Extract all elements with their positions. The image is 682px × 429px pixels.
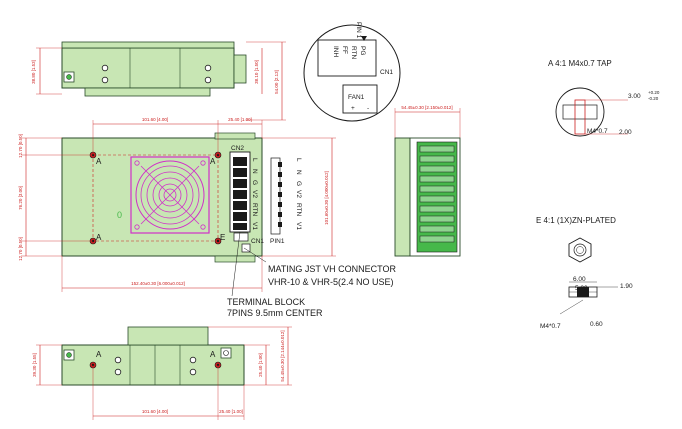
fan-connector-small xyxy=(241,243,251,253)
main-view-bottom-rail xyxy=(214,255,256,263)
note-terminal-line2: 7PINS 9.5mm CENTER xyxy=(227,308,323,318)
fan1-plus: + xyxy=(351,105,355,112)
pin-arrow-icon xyxy=(361,36,367,41)
connector-detail: PIN 1 PG RTN FF INH CN1 FAN1 + - xyxy=(303,22,401,122)
terminal-label: G xyxy=(251,180,258,185)
main-view: 0 A A A E CN2 L N G V2 RTN V1 CN1 xyxy=(18,117,336,297)
detail-e-od: 6.00 xyxy=(573,276,586,283)
detail-a-tol-plus: +0.20 xyxy=(648,90,660,95)
main-view-top-rail xyxy=(214,132,256,140)
top-view-dim-height: 38.80 [1.53] xyxy=(31,60,36,84)
bottom-view-hole xyxy=(114,356,122,364)
cn1-signal: RTN xyxy=(350,46,357,60)
top-view-hole xyxy=(204,76,212,84)
bottom-mount-label-a: A xyxy=(96,350,102,359)
main-view-zero-label: 0 xyxy=(117,210,122,220)
top-view-hole xyxy=(204,64,212,72)
top-view-hole xyxy=(101,76,109,84)
cn1-detail-label: CN1 xyxy=(380,69,393,76)
mount-label-a: A xyxy=(96,233,102,242)
detail-a: A 4:1 M4x0.7 TAP 3.00 +0.20 -0.20 M4*0.7… xyxy=(548,59,660,137)
pin-connector-label: N xyxy=(295,170,302,175)
bottom-dim-right: 25.40 [1.00] xyxy=(219,409,243,414)
terminal-label: RTN xyxy=(251,203,258,217)
terminal-label: L xyxy=(251,158,258,162)
fan1-connector xyxy=(342,84,378,114)
main-dim-top-right: 25.40 [1.00] xyxy=(228,117,252,122)
mount-label-a: A xyxy=(210,157,216,166)
side-view-case xyxy=(394,137,411,257)
bottom-view-hole xyxy=(114,368,122,376)
top-view-upper-flange xyxy=(61,41,235,49)
detail-e-wall: 0.60 xyxy=(590,321,603,328)
side-dim-width: 54.45±0.30 [2.150±0.012] xyxy=(401,105,452,110)
bottom-dim-right-total: 54.45±0.30 [2.144±0.012] xyxy=(280,330,285,381)
main-dim-left-top: 12.70 [0.50] xyxy=(18,134,23,158)
mount-hole-icon xyxy=(214,237,222,245)
connector-pin-label: PIN 1 xyxy=(355,22,362,39)
terminal-label: V1 xyxy=(251,222,258,230)
note-terminal-line1: TERMINAL BLOCK xyxy=(227,297,305,307)
nut-icon xyxy=(568,237,592,263)
detail-e-thread: M4*0.7 xyxy=(540,323,561,330)
top-view-hole xyxy=(101,64,109,72)
detail-a-thread: M4*0.7 xyxy=(587,128,608,135)
terminal-label: N xyxy=(251,169,258,174)
pin-connector-label: V1 xyxy=(295,222,302,230)
note-mating-line1: MATING JST VH CONNECTOR xyxy=(268,264,397,274)
detail-e: E 4:1 (1X)ZN-PLATED 6.00 5.20 1.90 M4*0.… xyxy=(536,216,633,330)
cn1-connector-small xyxy=(233,232,249,242)
side-view: 54.45±0.30 [2.150±0.012] xyxy=(394,105,461,257)
top-view-dim-side-total: 54.00 [2.13] xyxy=(274,70,279,94)
terminal-label: V2 xyxy=(251,190,258,198)
pin-connector-label: L xyxy=(295,158,302,162)
fan-icon xyxy=(130,156,210,234)
bottom-dim-right-small: 25.40 [1.00] xyxy=(258,353,263,377)
cn1-label-small: CN1 xyxy=(251,238,264,245)
detail-a-tol-minus: -0.20 xyxy=(648,96,659,101)
detail-e-title: E 4:1 (1X)ZN-PLATED xyxy=(536,216,616,225)
bottom-view-hole xyxy=(189,368,197,376)
detail-a-tol: 3.00 xyxy=(628,93,641,100)
main-dim-bottom: 152.40±0.30 [6.000±0.012] xyxy=(131,281,185,286)
bottom-view: A A 39.30 [1.55] 25.40 [1.00] 54.45±0.30… xyxy=(32,326,292,420)
main-view-inner-dashed xyxy=(92,154,219,242)
pin-connector-label: V2 xyxy=(295,190,302,198)
top-view-dim-side-small: 38.10 [1.50] xyxy=(254,60,259,84)
fan1-label: FAN1 xyxy=(348,94,365,101)
pin-connector-label: RTN xyxy=(295,203,302,217)
cn1-connector xyxy=(317,39,377,77)
main-dim-right-height: 101.60±0.30 [4.000±0.012] xyxy=(324,171,329,225)
mount-label-e: E xyxy=(220,233,225,242)
main-view-case xyxy=(61,137,263,257)
detail-a-circle xyxy=(555,87,605,137)
top-view: 38.80 [1.53] 38.10 [1.50] 54.00 [2.13] xyxy=(31,41,286,121)
top-view-bottom-rail xyxy=(84,87,211,97)
fan1-minus: - xyxy=(367,105,369,112)
main-dim-top-span: 101.60 [4.00] xyxy=(142,117,168,122)
detail-a-title: A 4:1 M4x0.7 TAP xyxy=(548,59,612,68)
bottom-view-hole xyxy=(189,356,197,364)
bottom-mount-label-a: A xyxy=(210,350,216,359)
note-mating-line2: VHR-10 & VHR-5(2.4 NO USE) xyxy=(268,277,394,287)
pin1-label: PIN1 xyxy=(270,238,285,245)
cn1-signal: INH xyxy=(332,46,339,58)
bottom-view-top-rail xyxy=(127,326,209,346)
bottom-dim-height: 39.30 [1.55] xyxy=(32,353,37,377)
pin-connector-label: G xyxy=(295,181,302,186)
cn1-signal: PG xyxy=(359,46,366,55)
main-dim-left-bottom: 12.70 [0.50] xyxy=(18,237,23,261)
cn2-label: CN2 xyxy=(231,145,244,152)
mount-label-a: A xyxy=(96,157,102,166)
main-dim-left-mid: 76.20 [3.00] xyxy=(18,186,23,210)
detail-e-id: 5.20 xyxy=(575,285,588,292)
cn1-signal: FF xyxy=(341,46,348,54)
bottom-dim-span: 101.60 [4.00] xyxy=(142,409,168,414)
top-view-connector-stub xyxy=(233,54,247,84)
detail-a-depth: 2.00 xyxy=(619,129,632,136)
detail-e-height: 1.90 xyxy=(620,283,633,290)
